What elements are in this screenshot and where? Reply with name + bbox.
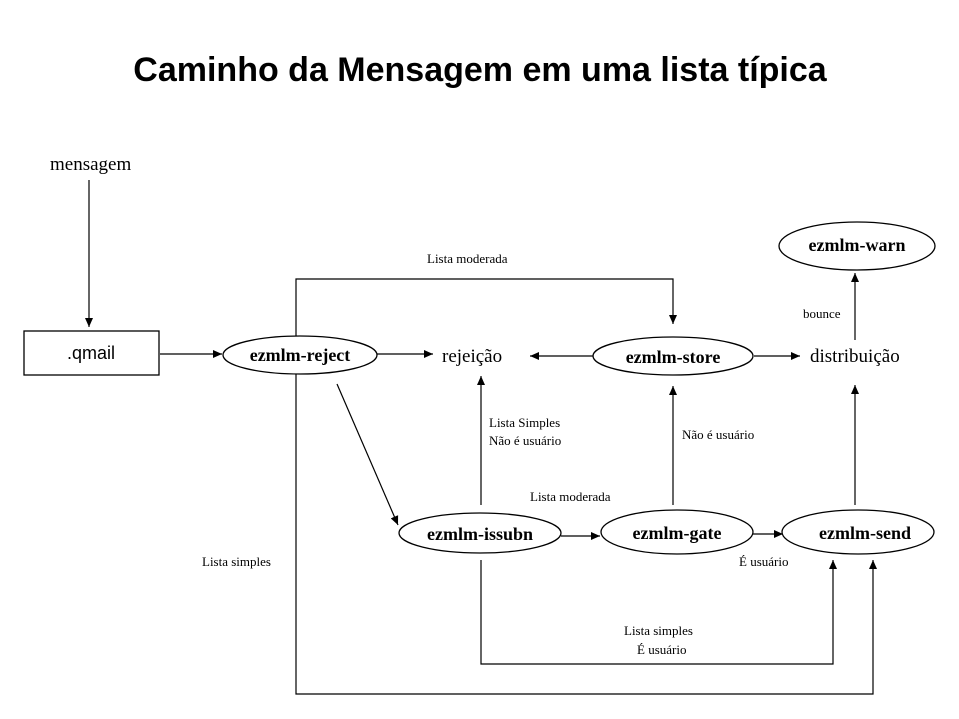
node-ezmlm-reject: ezmlm-reject <box>222 335 378 375</box>
node-qmail-label: .qmail <box>67 343 115 363</box>
node-ezmlm-store-label: ezmlm-store <box>626 347 721 367</box>
node-ezmlm-warn: ezmlm-warn <box>778 221 936 271</box>
node-ezmlm-issubn-ellipse <box>398 512 562 554</box>
node-ezmlm-reject-label: ezmlm-reject <box>250 345 351 365</box>
edge-label-nao-e-usuario: Não é usuário <box>682 427 754 442</box>
edge-reject-send-simples <box>295 370 877 695</box>
node-ezmlm-gate-label: ezmlm-gate <box>633 523 722 543</box>
edge-reject-store-moderada <box>295 278 677 340</box>
node-ezmlm-gate-ellipse <box>600 509 754 555</box>
page-title: Caminho da Mensagem em uma lista típica <box>133 51 828 89</box>
node-ezmlm-issubn-label: ezmlm-issubn <box>427 524 533 544</box>
edge-label-nao-e-usuario-left: Não é usuário <box>489 433 561 448</box>
node-ezmlm-issubn: ezmlm-issubn <box>398 512 562 554</box>
node-ezmlm-reject-ellipse <box>222 335 378 375</box>
edge-label-lista-moderada-top: Lista moderada <box>427 251 508 266</box>
node-ezmlm-send-label: ezmlm-send <box>819 523 911 543</box>
node-distribuicao-label: distribuição <box>810 346 900 367</box>
edge-label-bounce: bounce <box>803 306 841 321</box>
node-qmail: .qmail <box>23 330 160 376</box>
edge-label-e-usuario: É usuário <box>739 554 788 569</box>
edge-reject-issubn <box>336 383 399 526</box>
node-rejeicao-label: rejeição <box>442 346 502 367</box>
node-ezmlm-store-ellipse <box>592 336 754 376</box>
node-mensagem: mensagem <box>50 154 131 175</box>
node-ezmlm-store: ezmlm-store <box>592 336 754 376</box>
node-ezmlm-warn-ellipse <box>778 221 936 271</box>
node-qmail-box <box>23 330 160 376</box>
node-distribuicao: distribuição <box>810 346 900 367</box>
node-ezmlm-gate: ezmlm-gate <box>600 509 754 555</box>
edge-label-lista-simples: Lista Simples <box>489 415 560 430</box>
edge-label-lista-moderada-mid: Lista moderada <box>530 489 611 504</box>
node-ezmlm-warn-label: ezmlm-warn <box>809 235 906 255</box>
edge-issubn-send <box>480 560 837 665</box>
edge-label-lista-simples-left: Lista simples <box>202 554 271 569</box>
edge-label-lista-simples-bottom: Lista simples <box>624 623 693 638</box>
edge-label-e-usuario-bottom: É usuário <box>637 642 686 657</box>
node-rejeicao: rejeição <box>442 346 502 367</box>
node-ezmlm-send: ezmlm-send <box>781 509 935 555</box>
node-ezmlm-send-ellipse <box>781 509 935 555</box>
node-mensagem-label: mensagem <box>50 154 131 175</box>
